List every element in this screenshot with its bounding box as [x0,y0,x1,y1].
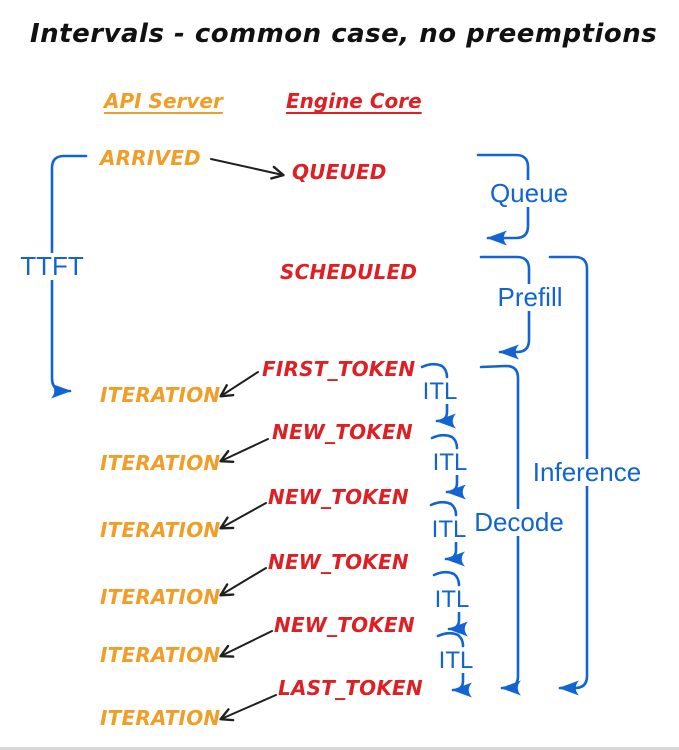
interval-label-itl-2: ITL [429,450,471,475]
event-iteration-3: ITERATION [100,518,221,542]
itl5-arrow [451,671,473,698]
interval-label-itl-3: ITL [428,517,470,542]
event-new-token-2: NEW_TOKEN [268,485,409,509]
event-iteration-6: ITERATION [100,706,221,730]
event-iteration-4: ITERATION [100,585,221,609]
interval-label-prefill: Prefill [494,283,566,312]
event-new-token-4: NEW_TOKEN [274,613,415,637]
event-first-token: FIRST_TOKEN [262,357,416,381]
event-scheduled: SCHEDULED [280,260,418,284]
arrow-arrived-to-queued [210,158,285,180]
itl3-hook-top [429,500,458,517]
arrow-first-token-to-iteration [219,371,259,398]
interval-label-decode: Decode [471,508,567,537]
interval-label-itl-1: ITL [419,379,461,404]
itl1-hook-top [420,362,449,379]
event-new-token-3: NEW_TOKEN [268,550,409,574]
itl1-arrow [435,402,457,429]
event-iteration-5: ITERATION [100,643,221,667]
event-queued: QUEUED [292,160,387,184]
page-title: Intervals - common case, no preemptions [30,19,658,49]
interval-label-queue: Queue [486,179,572,208]
interval-label-itl-4: ITL [431,587,473,612]
event-iteration-2: ITERATION [100,451,221,475]
itl2-hook-top [430,433,459,450]
bottom-edge-line [0,747,679,750]
itl5-hook-top [436,631,465,648]
arrow-last-token-to-iteration [219,694,277,722]
arrow-new-token2-to-iteration [219,502,267,530]
column-header-api-server: API Server [104,89,223,113]
event-arrived: ARRIVED [100,146,201,170]
arrow-new-token4-to-iteration [219,630,273,658]
event-iteration-1: ITERATION [100,383,221,407]
itl3-arrow [444,540,466,567]
itl4-hook-top [432,570,461,587]
interval-label-itl-5: ITL [435,648,477,673]
itl2-arrow [445,473,467,500]
arrow-new-token3-to-iteration [219,567,267,597]
event-new-token-1: NEW_TOKEN [272,420,413,444]
event-last-token: LAST_TOKEN [278,676,423,700]
itl4-arrow [447,610,469,637]
arrow-new-token1-to-iteration [219,438,269,463]
column-header-engine-core: Engine Core [286,89,422,113]
interval-label-inference: Inference [529,458,645,487]
interval-label-ttft: TTFT [17,252,87,281]
